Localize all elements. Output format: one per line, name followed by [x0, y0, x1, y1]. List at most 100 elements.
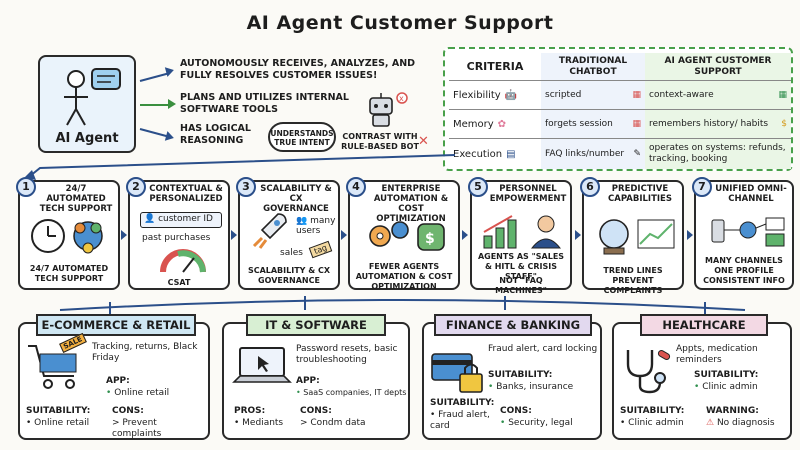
step-number: 5: [468, 177, 488, 197]
step-number: 7: [692, 177, 712, 197]
money-bag-icon: $: [781, 118, 787, 129]
rocket-icon: [252, 213, 287, 249]
past-purchases-label: past purchases: [142, 233, 211, 243]
document-icon: ▤: [506, 148, 516, 160]
step-number: 3: [236, 177, 256, 197]
row-flexibility-agent: context-aware▦: [645, 81, 791, 109]
stick-figure-icon: [64, 68, 121, 126]
suitability-value: • Banks, insurance: [488, 382, 574, 392]
step-title: Personnel Empowerment: [489, 184, 567, 204]
step-text: Trend lines Prevent complaints: [603, 266, 663, 295]
row-flexibility-chatbot: scripted▦: [541, 81, 645, 109]
row-execution-agent: operates on systems: refunds, tracking, …: [645, 139, 791, 169]
feature-resolves: Autonomously receives, analyzes, and ful…: [180, 58, 416, 81]
step-text: 24/7 Automated Tech Support: [29, 264, 109, 283]
step-title: Predictive Capabilities: [608, 184, 672, 204]
growth-chart-icon: [483, 215, 562, 249]
app-label: APP:: [106, 376, 130, 386]
app-label: APP:: [296, 376, 320, 386]
industry-desc: Password resets, basic troubleshooting: [296, 344, 398, 365]
app-value: • Online retail: [106, 388, 170, 398]
brain-icon: ✿: [497, 118, 507, 130]
calendar-icon: ▦: [632, 89, 641, 100]
step-title: 24/7 Automated Tech Support: [39, 184, 113, 214]
industry-desc: Appts, medication reminders: [676, 344, 758, 365]
calendar-icon: ▦: [632, 118, 641, 129]
header-agent: AI AGENT CUSTOMER SUPPORT: [645, 53, 791, 80]
suitability-value-2: • Clinic admin: [620, 418, 684, 428]
step-7-card: 7 Unified Omni-Channel Many channels One…: [692, 177, 794, 290]
shopping-cart-icon: [28, 345, 77, 389]
understands-intent-bubble: Understands true intent: [268, 122, 336, 152]
row-flexibility-criteria: Flexibility🤖: [453, 89, 518, 101]
step-text: Fewer agents Automation & Cost Optimizat…: [355, 262, 453, 291]
suitability-label-2: SUITABILITY:: [620, 406, 685, 416]
svg-text:x: x: [399, 94, 404, 103]
comparison-table: CRITERIA TRADITIONAL CHATBOT AI AGENT CU…: [443, 47, 793, 171]
feature-reasoning: Has logical reasoning: [180, 123, 251, 146]
laptop-icon: [232, 347, 292, 383]
step-title: Unified Omni-Channel: [715, 184, 787, 204]
step-title: Scalability & CX Governance: [260, 184, 332, 214]
step-6-card: 6 Predictive Capabilities Trend lines Pr…: [580, 177, 684, 295]
industry-desc: Tracking, returns, Black Friday: [92, 342, 198, 363]
cons-label: CONS:: [300, 406, 332, 416]
step-number: 1: [16, 177, 36, 197]
feature-tools: Plans and utilizes internal software too…: [180, 92, 349, 115]
gauge-icon: [160, 249, 206, 273]
omnichannel-icon: [711, 217, 785, 247]
stethoscope-icon: [626, 350, 671, 394]
clock-icon: [31, 219, 103, 254]
warning-icon: ⚠: [706, 418, 715, 428]
robot-icon: x: [369, 92, 408, 127]
cons-value: > Condm data: [300, 418, 366, 428]
step-number: 2: [126, 177, 146, 197]
step-text: Agents as "sales & HITL & crisis staff": [477, 252, 565, 281]
row-memory-chatbot: forgets session▦: [541, 110, 645, 138]
contrast-note: Contrast with rule-based bot: [341, 132, 419, 151]
suitability-label: SUITABILITY:: [694, 370, 759, 380]
calendar-check-icon: ▦: [778, 89, 787, 100]
robot-small-icon: 🤖: [504, 89, 518, 101]
customer-id-chip: 👤 customer ID: [140, 212, 222, 228]
suitability-label: SUITABILITY:: [488, 370, 553, 380]
header-chatbot: TRADITIONAL CHATBOT: [541, 53, 645, 80]
page-title: AI Agent Customer Support: [246, 12, 554, 34]
suitability-value: • Clinic admin: [694, 382, 758, 392]
card-lock-icon: [431, 353, 483, 393]
many-users-note: 👥 many users: [296, 216, 336, 236]
row-memory-criteria: Memory✿: [453, 118, 507, 130]
step-number: 6: [580, 177, 600, 197]
step-4-card: 4 Enterprise Automation & Cost Optimizat…: [346, 177, 460, 291]
ai-agent-label: AI Agent: [55, 131, 119, 146]
industry-finance-card: FINANCE & BANKING Fraud alert, card lock…: [422, 314, 602, 440]
sales-note: sales: [280, 248, 303, 258]
industry-it-card: IT & SOFTWARE Password resets, basic tro…: [222, 314, 410, 440]
suitability-value: • Online retail: [26, 418, 90, 428]
step-1-card: 1 24/7 Automated Tech Support 24/7 Autom…: [16, 177, 120, 290]
step-number: 4: [346, 177, 366, 197]
svg-text:$: $: [425, 231, 435, 247]
gears-icon: $: [369, 221, 445, 251]
crystal-ball-icon: [599, 219, 675, 255]
step-text: Many channels One profile Consistent inf…: [703, 256, 785, 285]
cons-label: CONS:: [112, 406, 144, 416]
suitability-label: SUITABILITY:: [26, 406, 91, 416]
users-icon: 👥: [296, 216, 308, 226]
pros-value: • Mediants: [234, 418, 284, 428]
industry-title: E-COMMERCE & RETAIL: [36, 314, 196, 336]
industry-title: IT & SOFTWARE: [246, 314, 386, 336]
x-icon: ✕: [418, 134, 429, 149]
ai-agent-card: AI Agent: [38, 55, 136, 153]
industry-desc: Fraud alert, card locking: [488, 344, 598, 354]
suitability-value-2: • Fraud alert, card: [430, 410, 490, 431]
step-2-card: 2 Contextual & Personalized 👤 customer I…: [126, 177, 230, 290]
warning-label: WARNING:: [706, 406, 759, 416]
industry-connector: [59, 296, 746, 314]
step-title: Contextual & Personalized: [149, 184, 223, 204]
tag-label: tag: [308, 240, 333, 259]
industry-healthcare-card: HEALTHCARE Appts, medication reminders S…: [612, 314, 792, 440]
step-text: Scalability & CX Governance: [247, 266, 331, 285]
suitability-label-2: SUITABILITY:: [430, 398, 495, 408]
user-icon: 👤: [144, 214, 156, 224]
